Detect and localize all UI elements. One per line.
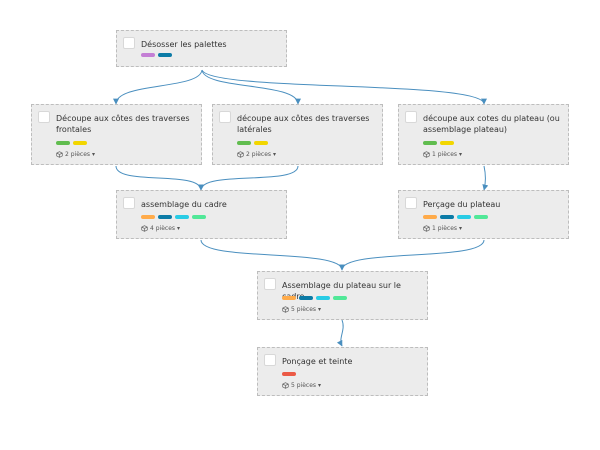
task-card-percage-plateau[interactable]: Perçage du plateau 1 pièces ▾ xyxy=(398,190,569,239)
task-card-decoupe-plateau[interactable]: découpe aux cotes du plateau (ou assembl… xyxy=(398,104,569,165)
label-green xyxy=(237,141,251,145)
edge-n7-n8 xyxy=(336,319,344,347)
label-orange xyxy=(141,215,155,219)
cube-icon xyxy=(141,225,148,232)
task-checkbox[interactable] xyxy=(405,197,417,209)
label-lime xyxy=(192,215,206,219)
cube-icon xyxy=(423,151,430,158)
label-blue xyxy=(158,53,172,57)
label-blue xyxy=(158,215,172,219)
task-title: Découpe aux côtes des traverses frontale… xyxy=(56,114,190,134)
pieces-label: 2 pièces xyxy=(246,151,272,158)
task-card-assemblage-plateau[interactable]: Assemblage du plateau sur le cadre 5 piè… xyxy=(257,271,428,320)
edge-n1-n4 xyxy=(201,69,487,105)
label-sky xyxy=(316,296,330,300)
task-labels xyxy=(141,53,172,57)
label-green xyxy=(423,141,437,145)
label-lime xyxy=(333,296,347,300)
cube-icon xyxy=(423,225,430,232)
pieces-count[interactable]: 1 pièces ▾ xyxy=(423,225,462,232)
task-checkbox[interactable] xyxy=(123,37,135,49)
edge-n6-n7 xyxy=(339,239,485,271)
task-title: Perçage du plateau xyxy=(423,200,501,209)
caret-down-icon: ▾ xyxy=(318,306,322,313)
task-labels xyxy=(56,141,87,145)
label-purple xyxy=(141,53,155,57)
cube-icon xyxy=(282,382,289,389)
caret-down-icon: ▾ xyxy=(318,382,322,389)
caret-down-icon: ▾ xyxy=(273,151,277,158)
label-orange xyxy=(282,296,296,300)
pieces-count[interactable]: 2 pièces ▾ xyxy=(237,151,276,158)
caret-down-icon: ▾ xyxy=(92,151,96,158)
label-yellow xyxy=(73,141,87,145)
cube-icon xyxy=(56,151,63,158)
task-checkbox[interactable] xyxy=(38,111,50,123)
label-lime xyxy=(474,215,488,219)
pieces-label: 4 pièces xyxy=(150,225,176,232)
pieces-label: 5 pièces xyxy=(291,306,317,313)
pieces-label: 1 pièces xyxy=(432,225,458,232)
task-card-decoupe-frontales[interactable]: Découpe aux côtes des traverses frontale… xyxy=(31,104,202,165)
task-checkbox[interactable] xyxy=(264,278,276,290)
edge-n2-n5 xyxy=(115,165,204,191)
task-card-desosser[interactable]: Désosser les palettes xyxy=(116,30,287,67)
task-checkbox[interactable] xyxy=(264,354,276,366)
pieces-count[interactable]: 2 pièces ▾ xyxy=(56,151,95,158)
task-title: assemblage du cadre xyxy=(141,200,227,209)
task-card-poncage[interactable]: Ponçage et teinte 5 pièces ▾ xyxy=(257,347,428,396)
task-checkbox[interactable] xyxy=(405,111,417,123)
pieces-label: 2 pièces xyxy=(65,151,91,158)
task-labels xyxy=(423,141,454,145)
label-red xyxy=(282,372,296,376)
pieces-count[interactable]: 4 pièces ▾ xyxy=(141,225,180,232)
caret-down-icon: ▾ xyxy=(459,151,463,158)
task-labels xyxy=(282,372,296,376)
edge-n3-n5 xyxy=(198,165,299,191)
task-labels xyxy=(141,215,206,219)
label-orange xyxy=(423,215,437,219)
pieces-count[interactable]: 5 pièces ▾ xyxy=(282,306,321,313)
edge-n4-n6 xyxy=(482,165,489,191)
pieces-label: 1 pièces xyxy=(432,151,458,158)
cube-icon xyxy=(237,151,244,158)
task-labels xyxy=(423,215,488,219)
pieces-count[interactable]: 1 pièces ▾ xyxy=(423,151,462,158)
edge-n1-n3 xyxy=(201,69,301,105)
task-title: Ponçage et teinte xyxy=(282,357,353,366)
task-card-decoupe-laterales[interactable]: découpe aux côtes des traverses latérale… xyxy=(212,104,383,165)
label-sky xyxy=(457,215,471,219)
task-labels xyxy=(237,141,268,145)
caret-down-icon: ▾ xyxy=(177,225,181,232)
task-title: découpe aux cotes du plateau (ou assembl… xyxy=(423,114,560,134)
cube-icon xyxy=(282,306,289,313)
task-labels xyxy=(282,296,347,300)
task-title: Désosser les palettes xyxy=(141,40,227,49)
edge-n1-n2 xyxy=(113,69,203,105)
pieces-count[interactable]: 5 pièces ▾ xyxy=(282,382,321,389)
task-checkbox[interactable] xyxy=(123,197,135,209)
task-title: découpe aux côtes des traverses latérale… xyxy=(237,114,370,134)
label-yellow xyxy=(440,141,454,145)
task-checkbox[interactable] xyxy=(219,111,231,123)
caret-down-icon: ▾ xyxy=(459,225,463,232)
task-card-assemblage-cadre[interactable]: assemblage du cadre 4 pièces ▾ xyxy=(116,190,287,239)
label-green xyxy=(56,141,70,145)
label-blue xyxy=(440,215,454,219)
label-yellow xyxy=(254,141,268,145)
edge-n5-n7 xyxy=(200,239,345,271)
label-sky xyxy=(175,215,189,219)
label-blue xyxy=(299,296,313,300)
pieces-label: 5 pièces xyxy=(291,382,317,389)
